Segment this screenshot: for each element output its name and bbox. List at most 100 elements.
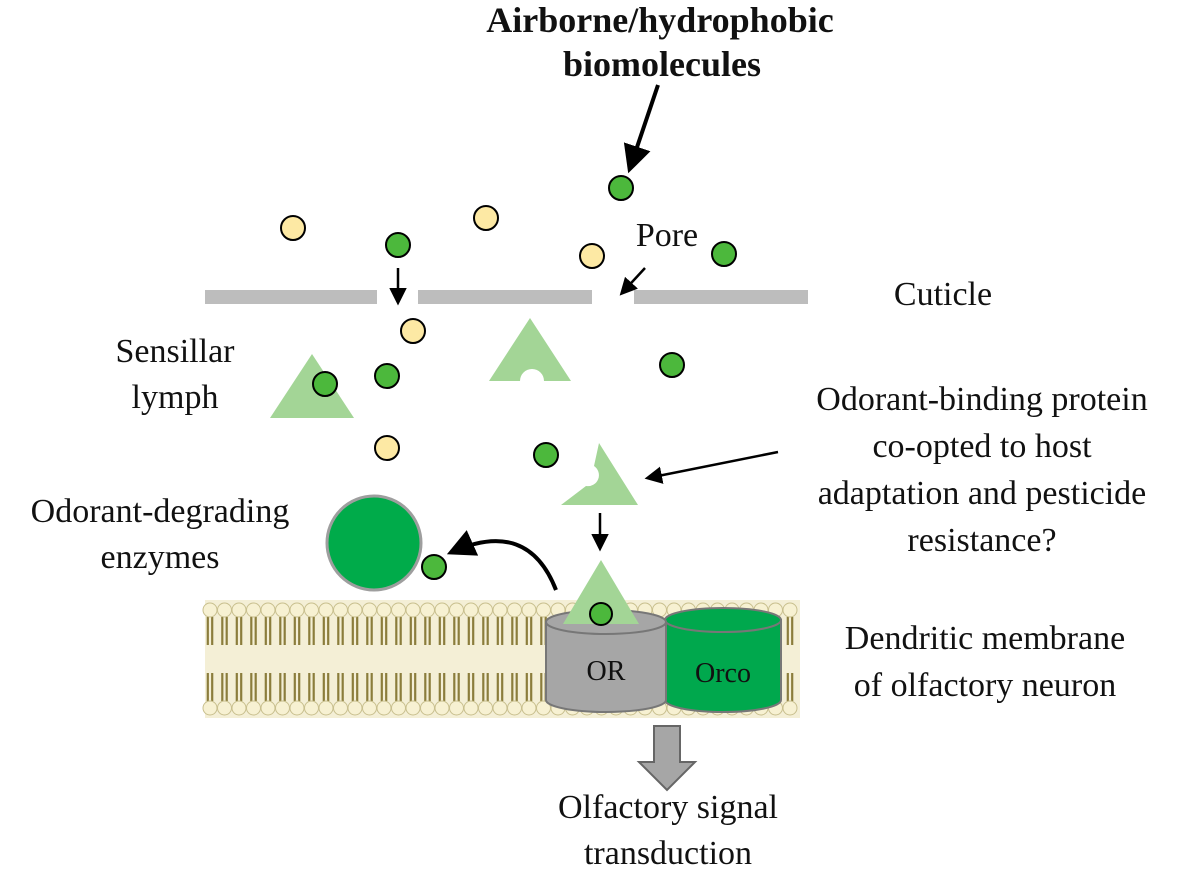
odorant-molecule-bound	[589, 602, 613, 626]
arrow-pore-label	[619, 267, 646, 296]
lipid-head	[376, 602, 392, 618]
lipid-head	[536, 602, 551, 618]
lipid-head	[391, 602, 406, 618]
odorant-degrading-enzyme	[325, 494, 423, 592]
lipid-head	[434, 700, 450, 716]
lipid-head	[782, 602, 798, 618]
green-molecule	[374, 363, 400, 389]
pore-label: Pore	[636, 217, 698, 254]
signal-label-line-1: Olfactory signal	[558, 789, 778, 826]
lipid-head	[333, 700, 348, 716]
arrow-to-enzyme	[446, 530, 558, 591]
lipid-head	[492, 700, 508, 716]
green-molecule	[421, 554, 447, 580]
obp-label-line-1: Odorant-binding protein	[816, 381, 1147, 418]
cuticle-label: Cuticle	[894, 276, 992, 313]
lipid-head	[304, 700, 319, 716]
yellow-molecule	[579, 243, 605, 269]
orco-cylinder	[664, 607, 782, 713]
arrow-biomolecules	[623, 84, 660, 174]
lipid-head	[420, 700, 435, 716]
lipid-head	[202, 700, 218, 716]
lipid-head	[434, 602, 450, 618]
obp-label-line-3: adaptation and pesticide	[818, 475, 1147, 512]
lipid-head	[347, 700, 363, 716]
yellow-molecules	[280, 205, 605, 461]
lipid-head	[362, 602, 377, 618]
orco-label: Orco	[695, 658, 751, 689]
cuticle-segment	[418, 290, 592, 304]
arrow-obp-label	[644, 450, 779, 484]
lipid-head	[463, 602, 479, 618]
lipid-head	[521, 602, 537, 618]
lipid-head	[289, 602, 305, 618]
lipid-head	[507, 700, 522, 716]
green-molecules	[312, 175, 737, 580]
lipid-head	[376, 700, 392, 716]
title-line-2: biomolecules	[563, 44, 761, 84]
green-molecule	[659, 352, 685, 378]
obp-triangle-center	[489, 318, 571, 381]
lipid-head	[521, 700, 537, 716]
yellow-molecule	[400, 318, 426, 344]
lipid-head	[275, 700, 290, 716]
cuticle-segment	[634, 290, 808, 304]
green-molecule	[385, 232, 411, 258]
obp-on-receptor	[563, 560, 639, 624]
yellow-molecule	[280, 215, 306, 241]
obp-label-line-2: co-opted to host	[872, 428, 1092, 465]
membrane-label-line-2: of olfactory neuron	[854, 667, 1116, 704]
lipid-head	[246, 602, 261, 618]
title-line-1: Airborne/hydrophobic	[486, 0, 833, 40]
lipid-head	[420, 602, 435, 618]
obp-triangle-left	[270, 354, 354, 418]
ode-label-line-2: enzymes	[101, 539, 220, 576]
lipid-head	[478, 602, 493, 618]
lipid-head	[492, 602, 508, 618]
arrows	[389, 84, 779, 591]
cuticle-layer	[205, 290, 808, 304]
lipid-head	[202, 602, 218, 618]
cuticle-segment	[205, 290, 377, 304]
lipid-head	[347, 602, 363, 618]
lipid-head	[231, 700, 247, 716]
lipid-head	[449, 602, 464, 618]
lipid-head	[405, 700, 421, 716]
green-molecule	[711, 241, 737, 267]
lipid-head	[507, 602, 522, 618]
lipid-head	[304, 602, 319, 618]
green-molecule	[608, 175, 634, 201]
lipid-head	[260, 700, 276, 716]
lipid-head	[318, 700, 334, 716]
obp-triangle-binding	[561, 443, 638, 505]
signal-label-line-2: transduction	[584, 835, 752, 872]
obp-label-line-4: resistance?	[907, 522, 1056, 559]
lipid-head	[231, 602, 247, 618]
membrane-label-line-1: Dendritic membrane	[845, 620, 1125, 657]
lipid-head	[289, 700, 305, 716]
lipid-head	[391, 700, 406, 716]
green-molecule	[533, 442, 559, 468]
lipid-head	[463, 700, 479, 716]
sensillar-lymph-line-2: lymph	[132, 379, 219, 416]
lipid-head	[362, 700, 377, 716]
signal-transduction-arrow	[636, 725, 698, 792]
lipid-head	[217, 602, 232, 618]
sensillar-lymph-line-1: Sensillar	[116, 333, 236, 370]
ode-label-line-1: Odorant-degrading	[31, 493, 290, 530]
lipid-head	[405, 602, 421, 618]
lipid-head	[333, 602, 348, 618]
lipid-head	[478, 700, 493, 716]
lipid-head	[782, 700, 798, 716]
green-molecule	[312, 371, 338, 397]
or-label: OR	[587, 656, 626, 687]
yellow-molecule	[473, 205, 499, 231]
yellow-molecule	[374, 435, 400, 461]
lipid-head	[217, 700, 232, 716]
lipid-head	[318, 602, 334, 618]
lipid-head	[275, 602, 290, 618]
lipid-head	[246, 700, 261, 716]
lipid-head	[260, 602, 276, 618]
lipid-head	[449, 700, 464, 716]
